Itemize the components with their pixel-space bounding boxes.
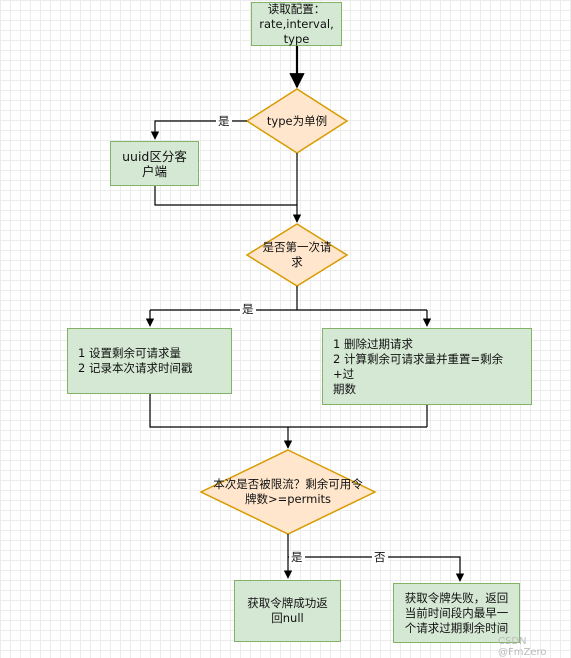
edge-label-no-limited: 否 xyxy=(372,550,388,564)
read-config-box: 读取配置： rate,interval, type xyxy=(251,2,342,46)
edge-first-split xyxy=(150,286,427,311)
edge-uuid-to-merge xyxy=(154,186,297,206)
first-request-text: 是否第一次请 求 xyxy=(262,240,332,269)
edge-limited-no xyxy=(288,556,465,582)
get-token-success-box: 获取令牌成功返 回null xyxy=(234,580,341,642)
edge-set-remaining-merge xyxy=(149,394,427,428)
edge-label-yes-first: 是 xyxy=(240,302,256,316)
limited-check-text: 本次是否被限流？剩余可用令 牌数>=permits xyxy=(213,477,363,506)
delete-expired-box: 1 删除过期请求 2 计算剩余可请求量并重置=剩余+过 期数 xyxy=(322,328,532,405)
type-singleton-text: type为单例 xyxy=(266,113,328,128)
watermark-text: CSDN @FmZero xyxy=(498,636,547,658)
uuid-client-box: uuid区分客 户端 xyxy=(110,141,199,186)
edge-label-yes-type: 是 xyxy=(216,114,232,128)
edge-type-yes-to-uuid xyxy=(150,120,247,140)
edge-label-yes-limited: 是 xyxy=(289,550,305,564)
set-remaining-box: 1 设置剩余可请求量 2 记录本次请求时间戳 xyxy=(67,328,232,394)
get-token-fail-box: 获取令牌失败，返回 当前时间段内最早一 个请求过期剩余时间 xyxy=(393,583,520,643)
